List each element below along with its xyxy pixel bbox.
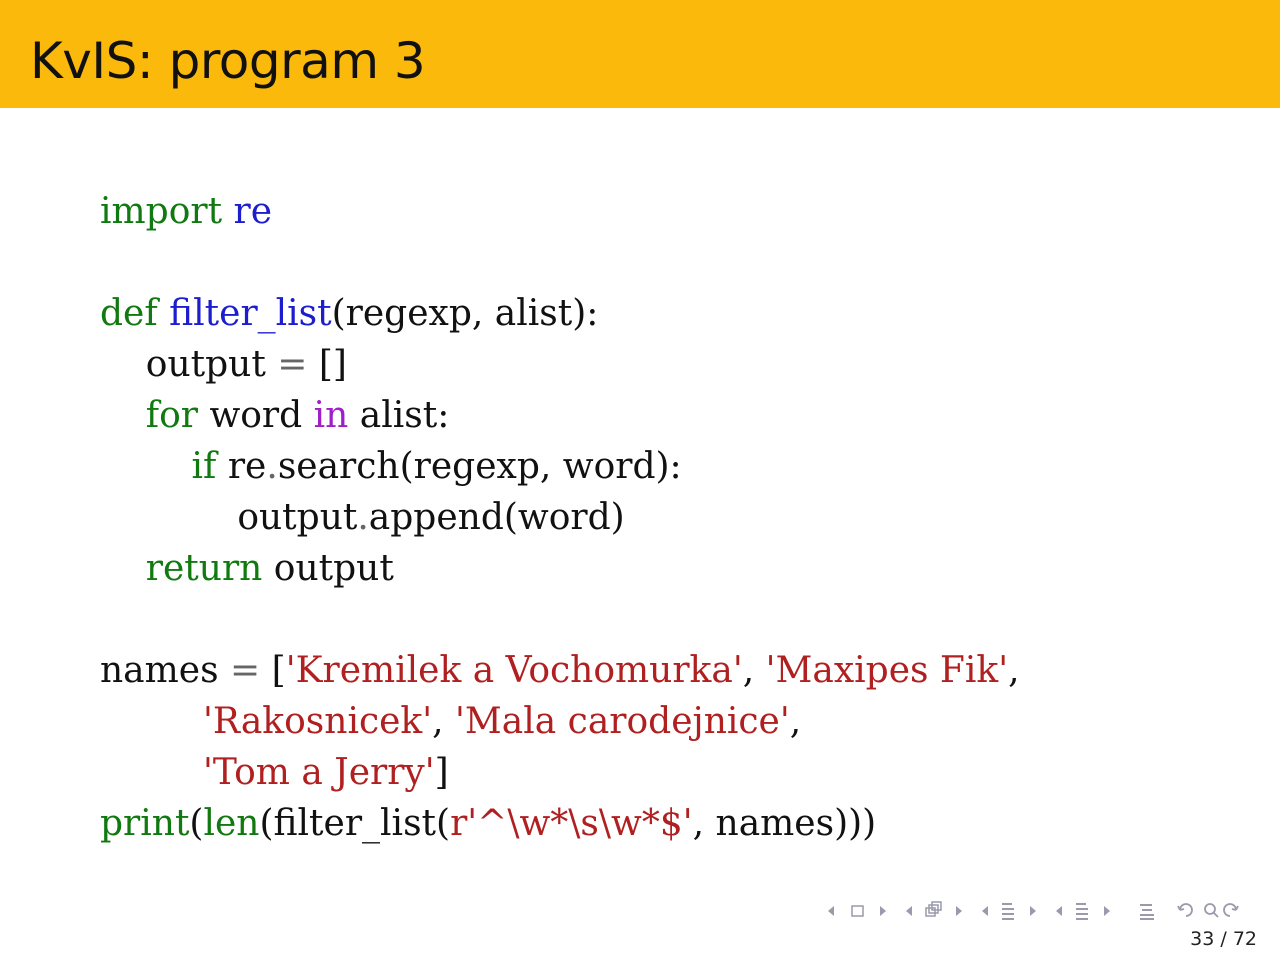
code-token: . — [266, 446, 278, 487]
code-token: filter_list — [169, 293, 332, 334]
code-token: word — [198, 395, 314, 436]
code-line: import re — [100, 186, 272, 237]
code-token: (regexp, alist): — [331, 293, 599, 334]
code-token: names — [100, 650, 231, 691]
code-token — [100, 446, 192, 487]
code-line: for word in alist: — [100, 390, 450, 441]
code-token — [100, 548, 146, 589]
code-token: print — [100, 803, 190, 844]
code-token: [] — [307, 344, 347, 385]
code-token: 'Rakosnicek' — [203, 701, 433, 742]
code-line: 'Rakosnicek', 'Mala carodejnice', — [100, 696, 801, 747]
title-bar: KvIS: program 3 — [0, 0, 1280, 108]
code-token: append(word) — [368, 497, 625, 538]
code-token: output — [100, 497, 358, 538]
nav-prev-icon[interactable] — [828, 906, 834, 916]
code-token: alist: — [348, 395, 450, 436]
code-line: 'Tom a Jerry'] — [100, 747, 449, 798]
nav-controls — [828, 901, 1110, 920]
code-token: if — [191, 446, 217, 487]
nav-next-icon[interactable] — [880, 906, 886, 916]
code-token: , — [432, 701, 456, 742]
slide-title: KvIS: program 3 — [30, 32, 426, 90]
code-token — [222, 191, 233, 232]
page-number: 33 / 72 — [1190, 928, 1257, 950]
search-icon[interactable] — [1204, 903, 1219, 918]
code-token: output — [100, 344, 278, 385]
code-token: r'^\w*\s\w*$' — [450, 803, 693, 844]
code-token: len — [203, 803, 260, 844]
align-icon[interactable] — [1140, 904, 1154, 920]
code-token — [100, 752, 203, 793]
nav-prev-icon[interactable] — [1056, 906, 1062, 916]
code-token: def — [100, 293, 158, 334]
beamer-navigation — [824, 898, 1268, 924]
code-line: return output — [100, 543, 394, 594]
frame-icon[interactable] — [851, 905, 864, 917]
code-token: . — [357, 497, 369, 538]
code-token: (filter_list( — [259, 803, 451, 844]
code-token — [100, 701, 203, 742]
code-line: output.append(word) — [100, 492, 625, 543]
subsection-icon[interactable] — [925, 901, 942, 917]
redo-icon[interactable] — [1223, 903, 1239, 917]
code-token: re — [216, 446, 267, 487]
code-line: output = [] — [100, 339, 347, 390]
code-token: [ — [260, 650, 286, 691]
nav-next-icon[interactable] — [1104, 906, 1110, 916]
code-line: def filter_list(regexp, alist): — [100, 288, 598, 339]
code-line: if re.search(regexp, word): — [100, 441, 682, 492]
nav-next-icon[interactable] — [956, 906, 962, 916]
code-token — [158, 293, 169, 334]
code-token: for — [145, 395, 198, 436]
code-token: = — [277, 344, 308, 385]
code-token: ( — [189, 803, 204, 844]
page-total: 72 — [1232, 928, 1257, 950]
document-icon[interactable] — [1076, 903, 1088, 920]
nav-next-icon[interactable] — [1030, 906, 1036, 916]
code-token: return — [145, 548, 263, 589]
code-token: 'Kremilek a Vochomurka' — [285, 650, 743, 691]
code-token: , — [789, 701, 802, 742]
code-token: search(regexp, word): — [277, 446, 682, 487]
code-token: output — [262, 548, 394, 589]
code-token: ] — [434, 752, 449, 793]
code-line: print(len(filter_list(r'^\w*\s\w*$', nam… — [100, 798, 876, 849]
code-token: 'Tom a Jerry' — [203, 752, 435, 793]
nav-extra-controls — [1140, 903, 1239, 920]
code-token — [100, 395, 146, 436]
code-token: re — [233, 191, 273, 232]
code-token: 'Maxipes Fik' — [765, 650, 1009, 691]
code-token: import — [100, 191, 223, 232]
page-separator: / — [1214, 928, 1233, 950]
code-token: , — [742, 650, 766, 691]
nav-prev-icon[interactable] — [906, 906, 912, 916]
section-icon[interactable] — [1002, 903, 1014, 920]
code-line: names = ['Kremilek a Vochomurka', 'Maxip… — [100, 645, 1020, 696]
code-token: in — [313, 395, 349, 436]
code-token: = — [230, 650, 261, 691]
undo-icon[interactable] — [1177, 903, 1193, 917]
nav-prev-icon[interactable] — [982, 906, 988, 916]
page-current: 33 — [1190, 928, 1215, 950]
code-token: 'Mala carodejnice' — [455, 701, 790, 742]
code-token: , — [1008, 650, 1020, 691]
code-token: , names))) — [692, 803, 877, 844]
